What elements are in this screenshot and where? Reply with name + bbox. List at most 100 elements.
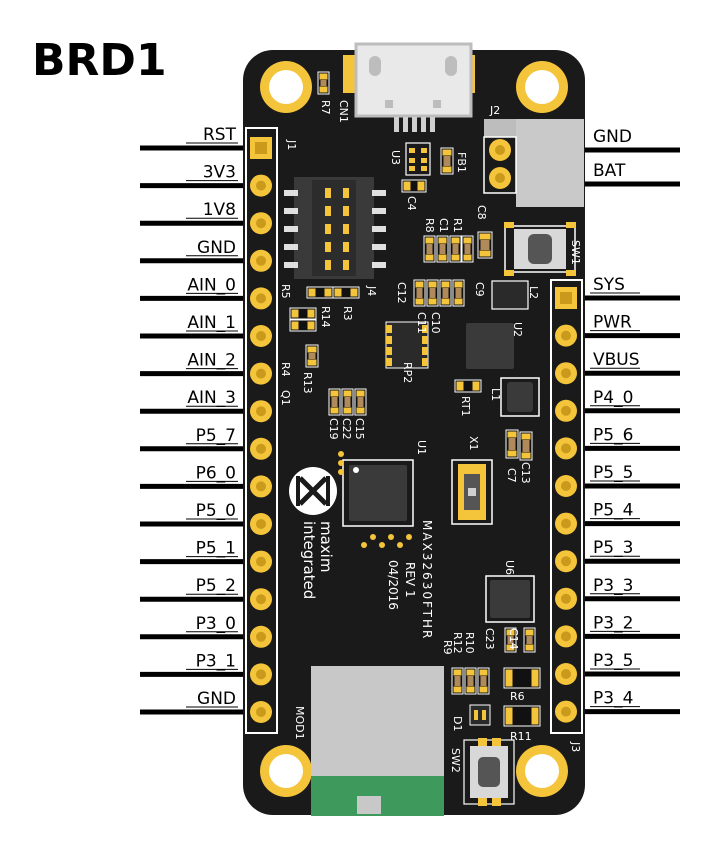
smd-pad xyxy=(438,254,447,261)
smd-body xyxy=(464,244,471,254)
u3-chip xyxy=(405,142,431,176)
smd-body xyxy=(526,636,533,644)
ref-mod1: MOD1 xyxy=(293,706,306,740)
smd-pad xyxy=(441,281,450,288)
j3-pads xyxy=(555,287,577,723)
smd-body xyxy=(320,80,327,86)
ref-c15: C15 xyxy=(353,418,366,440)
j1-pad-hole xyxy=(256,443,266,454)
j3-pad-hole xyxy=(561,706,571,717)
l2-inductor xyxy=(491,280,529,310)
ref-d1: D1 xyxy=(451,716,464,731)
smd-pad xyxy=(454,281,463,288)
header-name-j2: J2 xyxy=(489,104,500,117)
j1-pin-label: P6_0 xyxy=(196,463,236,483)
smd-pad xyxy=(479,686,488,693)
smd-pad xyxy=(330,407,339,414)
smd-pad xyxy=(307,346,317,353)
j1-pads xyxy=(250,137,272,723)
j4-connector xyxy=(284,177,386,279)
j3-pin-label: P4_0 xyxy=(593,388,633,408)
smd-pad xyxy=(463,237,472,244)
smd-part xyxy=(289,319,317,332)
ref-c9: C9 xyxy=(473,282,486,297)
j1-pad-hole xyxy=(256,556,266,567)
smd-pad xyxy=(415,298,424,305)
ref-j4: J4 xyxy=(365,285,378,296)
smd-pad xyxy=(442,166,452,173)
ref-u6: U6 xyxy=(503,560,516,575)
smd-body xyxy=(331,397,338,407)
ref-c7: C7 xyxy=(505,468,518,483)
j1-pin-label: AIN_2 xyxy=(187,351,236,371)
via-dots xyxy=(338,451,412,548)
ref-cn1: CN1 xyxy=(337,100,350,123)
smd-pad xyxy=(324,288,332,297)
j3-pad-hole xyxy=(561,330,571,341)
smd-pad xyxy=(343,407,352,414)
smd-part xyxy=(332,286,360,299)
j3-pad-hole xyxy=(561,556,571,567)
ref-r9: R9 xyxy=(441,640,454,655)
ref-r11: R11 xyxy=(510,730,532,743)
usb-connector xyxy=(343,42,475,132)
j1-pad-hole xyxy=(256,481,266,492)
smd-pad xyxy=(451,254,460,261)
j3-pin-label: P3_5 xyxy=(593,651,633,671)
smd-pad xyxy=(291,309,299,318)
part-number-text: MAX32630FTHR xyxy=(420,520,434,640)
u2-chip xyxy=(466,323,514,369)
ref-r7: R7 xyxy=(319,100,332,115)
mounting-hole-br xyxy=(516,745,568,797)
ref-rp2: RP2 xyxy=(401,362,414,383)
ref-sw2: SW2 xyxy=(449,748,462,773)
mounting-hole-tl xyxy=(260,61,312,113)
battery-connector xyxy=(483,119,584,207)
smd-pad xyxy=(442,149,452,156)
j3-pin-label: P5_4 xyxy=(593,501,633,521)
j1-pad-hole xyxy=(256,594,266,605)
smd-body xyxy=(480,676,487,686)
j1-pin-label: AIN_3 xyxy=(187,388,236,408)
header-name-j1: J1 xyxy=(285,139,298,150)
smd-pad xyxy=(307,359,317,366)
header-name-j3: J3 xyxy=(569,741,582,752)
smd-pad xyxy=(350,288,358,297)
d1-led xyxy=(469,704,491,726)
j3-pin-label: P5_3 xyxy=(593,538,633,558)
j3-pad-hole xyxy=(560,292,572,304)
smd-pad xyxy=(506,644,515,651)
j1-pin-label: 1V8 xyxy=(203,200,236,220)
smd-body xyxy=(357,397,364,407)
date-text: 04/2016 xyxy=(386,560,400,610)
smd-pad xyxy=(330,390,339,397)
ref-r4: R4 xyxy=(279,362,292,377)
j3-pin-label: P5_5 xyxy=(593,463,633,483)
smd-pad xyxy=(307,321,315,330)
smd-pad xyxy=(425,237,434,244)
j1-pin-label: AIN_0 xyxy=(187,275,236,295)
smd-pad xyxy=(428,298,437,305)
smd-pad xyxy=(466,686,475,693)
smd-pad xyxy=(307,309,315,318)
j1-pad-hole xyxy=(256,406,266,417)
rp2-resistor-pack xyxy=(385,321,429,369)
smd-pad xyxy=(531,707,539,725)
j3-pad-hole xyxy=(561,593,571,604)
smd-body xyxy=(480,240,490,250)
sw2-button xyxy=(463,738,515,806)
smd-pad xyxy=(453,669,462,676)
ref-r10: R10 xyxy=(463,632,476,654)
smd-part xyxy=(503,705,541,727)
j1-pad-hole xyxy=(256,180,266,191)
j1-pin-label: GND xyxy=(197,689,236,709)
smd-pad xyxy=(479,669,488,676)
ref-c14: C14 xyxy=(507,628,520,650)
j1-pad-hole xyxy=(256,519,266,529)
smd-pad xyxy=(463,254,472,261)
j1-pad-hole xyxy=(256,293,266,304)
j1-pad-hole xyxy=(256,669,266,680)
smd-pad xyxy=(456,381,464,391)
mounting-hole-tr xyxy=(516,61,568,113)
j1-pad-hole xyxy=(256,255,266,266)
